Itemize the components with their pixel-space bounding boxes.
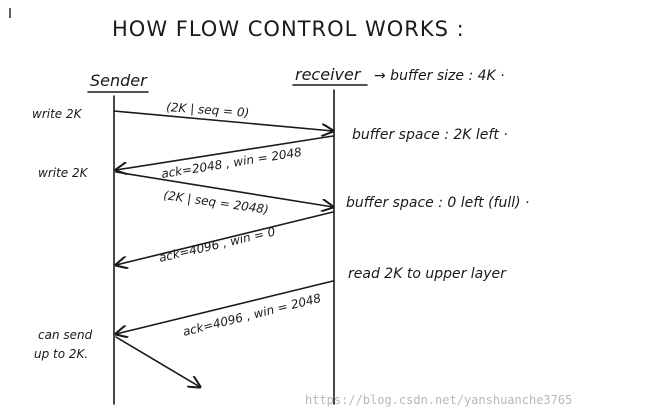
message-label-1: (2K | seq = 0) xyxy=(166,100,250,120)
message-label-4: ack=4096 , win = 0 xyxy=(158,224,277,264)
message-arrow-5 xyxy=(116,280,334,334)
diagram-title: HOW FLOW CONTROL WORKS : xyxy=(112,17,465,41)
sender-note-line-2: up to 2K. xyxy=(34,347,88,361)
receiver-note-3: read 2K to upper layer xyxy=(348,266,507,282)
receiver-buffer-size-note: → buffer size : 4K · xyxy=(374,68,505,84)
watermark: https://blog.csdn.net/yanshuanche3765 xyxy=(305,393,572,407)
message-arrow-3 xyxy=(115,171,333,207)
message-label-3: (2K | seq = 2048) xyxy=(163,188,270,217)
message-arrow-2 xyxy=(116,135,334,170)
sender-action-1: write 2K xyxy=(32,107,83,121)
receiver-note-1: buffer space : 2K left · xyxy=(352,127,508,143)
message-arrow-1 xyxy=(113,110,333,131)
message-arrow-4 xyxy=(116,211,334,265)
message-label-2: ack=2048 , win = 2048 xyxy=(160,145,303,181)
sender-action-2: write 2K xyxy=(38,166,89,180)
receiver-note-2: buffer space : 0 left (full) · xyxy=(346,195,530,211)
sender-note-line-1: can send xyxy=(38,328,93,342)
sender-label: Sender xyxy=(90,71,148,90)
receiver-label: receiver xyxy=(295,65,362,84)
message-arrow-6 xyxy=(115,336,200,387)
message-label-5: ack=4096 , win = 2048 xyxy=(181,291,322,339)
